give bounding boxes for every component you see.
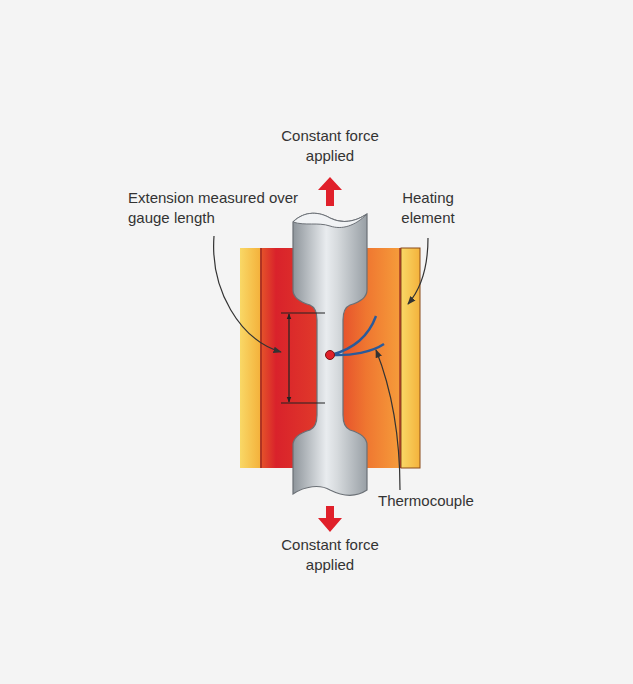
label-text: Thermocouple: [378, 492, 474, 509]
thermocouple-wire: [331, 344, 384, 355]
label-text: Constant force applied: [281, 127, 379, 164]
furnace-edge: [399, 248, 400, 468]
gauge-label: Extension measured over gauge length: [128, 188, 308, 229]
gauge-arrow: [288, 314, 289, 358]
gauge-mark: [281, 402, 325, 403]
specimen-end: [293, 213, 367, 227]
leader-line: [376, 350, 400, 490]
force-arrow: [318, 177, 342, 206]
heating-element: [401, 248, 420, 468]
leader-line: [214, 236, 281, 352]
gauge-mark: [281, 312, 325, 313]
force-label: Constant force applied: [260, 535, 400, 576]
label-text: Extension measured over gauge length: [128, 189, 298, 226]
label-text: Heating element: [401, 189, 454, 226]
gauge-arrow: [288, 358, 289, 402]
furnace-wall: [240, 248, 260, 468]
force-arrow: [318, 506, 342, 532]
thermocouple-label: Thermocouple: [378, 491, 498, 511]
leader-line: [408, 238, 428, 304]
furnace-edge: [260, 248, 261, 468]
label-text: Constant force applied: [281, 536, 379, 573]
thermocouple-junction: [326, 351, 335, 360]
heater-label: Heating element: [383, 188, 473, 229]
thermocouple-wire: [331, 316, 376, 355]
force-label: Constant force applied: [260, 126, 400, 167]
